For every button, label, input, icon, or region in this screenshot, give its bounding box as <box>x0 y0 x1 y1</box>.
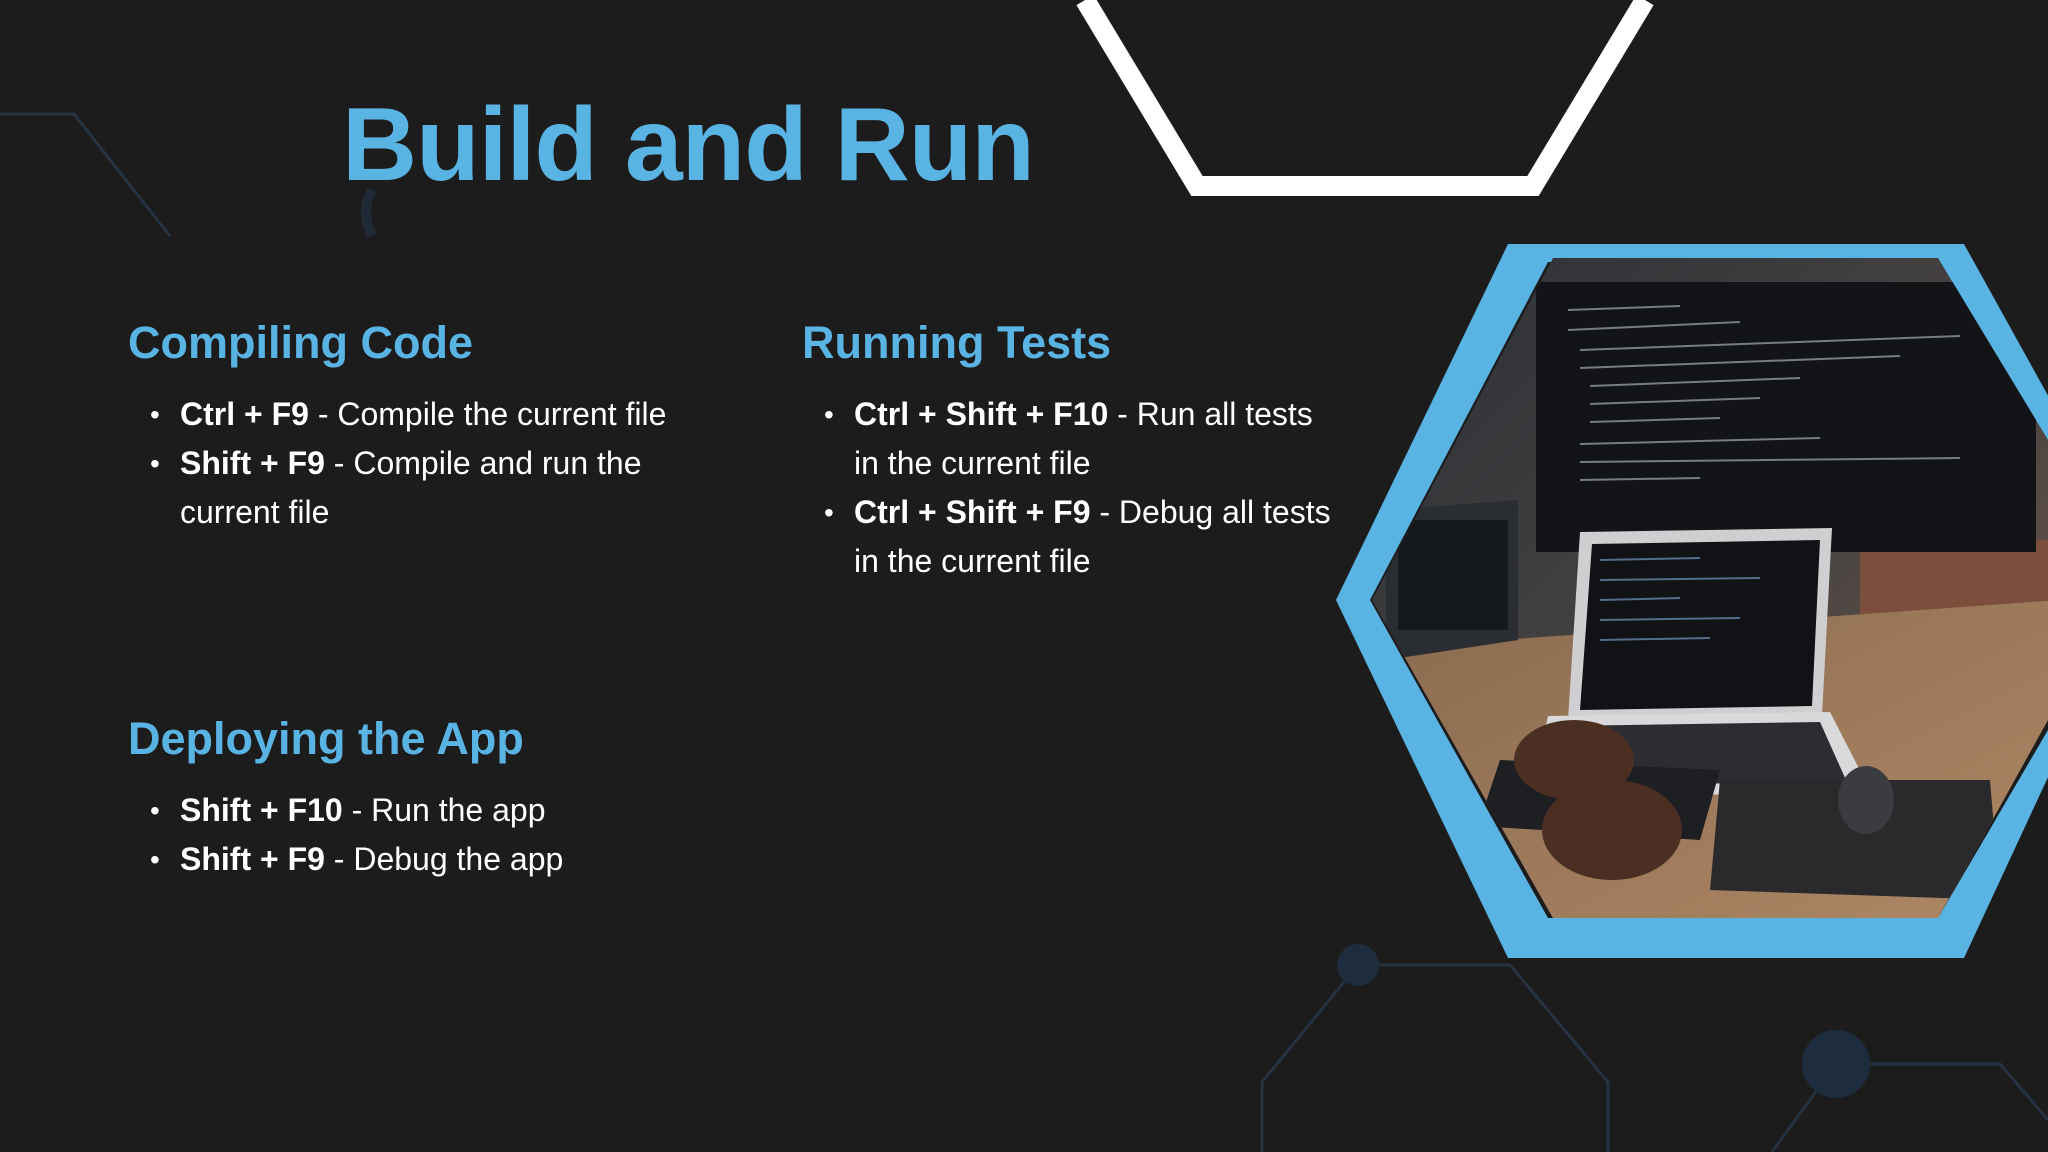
section-heading: Compiling Code <box>128 317 473 368</box>
shortcut-keys: Ctrl + Shift + F10 <box>854 395 1109 432</box>
separator: - <box>1090 493 1119 530</box>
shortcut-keys: Shift + F9 <box>180 444 325 481</box>
deco-line-top-left <box>0 112 172 237</box>
shortcut-description: Run the app <box>371 791 546 828</box>
list-item: Shift + F9 - Debug the app <box>128 835 728 884</box>
shortcut-list: Ctrl + F9 - Compile the current file Shi… <box>128 390 728 537</box>
shortcut-description: Run all tests in the current file <box>854 395 1313 481</box>
section-deploying-the-app: Deploying the App Shift + F10 - Run the … <box>128 714 728 884</box>
separator: - <box>324 444 354 481</box>
page-title: Build and Run <box>342 87 1035 203</box>
deco-network <box>1260 963 2048 1152</box>
separator: - <box>1108 395 1137 432</box>
list-item: Shift + F9 - Compile and run the current… <box>128 439 728 537</box>
section-heading: Running Tests <box>802 317 1112 368</box>
list-item: Ctrl + F9 - Compile the current file <box>128 390 728 439</box>
deco-node-2 <box>1802 1030 1870 1098</box>
shortcut-list: Ctrl + Shift + F10 - Run all tests in th… <box>802 390 1342 586</box>
shortcut-keys: Shift + F9 <box>180 840 325 877</box>
shortcut-list: Shift + F10 - Run the app Shift + F9 - D… <box>128 786 728 884</box>
shortcut-keys: Ctrl + F9 <box>180 395 309 432</box>
separator: - <box>342 791 372 828</box>
deco-arc <box>361 187 377 239</box>
shortcut-keys: Shift + F10 <box>180 791 343 828</box>
white-hexagon-outline <box>1076 0 1654 196</box>
section-running-tests: Running Tests Ctrl + Shift + F10 - Run a… <box>802 318 1342 586</box>
separator: - <box>324 840 354 877</box>
shortcut-description: Debug all tests in the current file <box>854 493 1331 579</box>
list-item: Ctrl + Shift + F9 - Debug all tests in t… <box>802 488 1342 586</box>
deco-node-1 <box>1337 944 1379 986</box>
list-item: Shift + F10 - Run the app <box>128 786 728 835</box>
shortcut-description: Compile the current file <box>337 395 667 432</box>
section-compiling-code: Compiling Code Ctrl + F9 - Compile the c… <box>128 318 728 537</box>
shortcut-description: Debug the app <box>353 840 564 877</box>
separator: - <box>308 395 338 432</box>
shortcut-keys: Ctrl + Shift + F9 <box>854 493 1091 530</box>
shortcut-description: Compile and run the current file <box>180 444 642 530</box>
section-heading: Deploying the App <box>128 713 524 764</box>
list-item: Ctrl + Shift + F10 - Run all tests in th… <box>802 390 1342 488</box>
